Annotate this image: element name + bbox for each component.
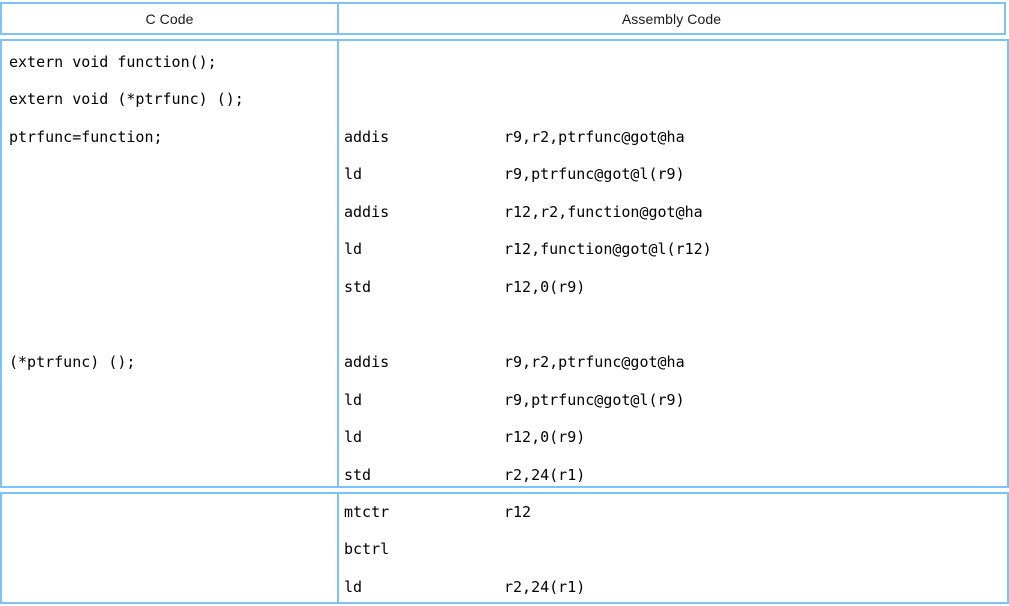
asm-operand: r2,24(r1) bbox=[504, 578, 586, 596]
code-content-block-1: extern void function(); extern void (*ptr… bbox=[2, 41, 1007, 486]
asm-operand: r9,ptrfunc@got@l(r9) bbox=[504, 391, 685, 409]
asm-operand: r12,0(r9) bbox=[504, 428, 586, 446]
asm-mnemonic: ld bbox=[344, 578, 363, 596]
asm-mnemonic: ld bbox=[344, 428, 363, 446]
table-row: mtctr r12 bctrl ld r2,24(r1) bbox=[0, 492, 1009, 604]
table-header-row: C Code Assembly Code bbox=[0, 2, 1006, 35]
asm-mnemonic: ld bbox=[344, 391, 363, 409]
asm-operand: r12,r2,function@got@ha bbox=[504, 203, 703, 221]
asm-operand: r2,24(r1) bbox=[504, 466, 586, 484]
table-row: extern void function(); extern void (*ptr… bbox=[0, 39, 1009, 488]
asm-mnemonic: addis bbox=[344, 203, 390, 221]
asm-operand: r12,function@got@l(r12) bbox=[504, 240, 712, 258]
asm-mnemonic: ld bbox=[344, 165, 363, 183]
column-header-assembly-code: Assembly Code bbox=[621, 10, 722, 27]
asm-operand: r9,ptrfunc@got@l(r9) bbox=[504, 165, 685, 183]
c-code-line: extern void (*ptrfunc) (); bbox=[9, 90, 244, 108]
column-divider bbox=[337, 41, 339, 486]
column-divider bbox=[337, 494, 339, 602]
asm-operand: r12,0(r9) bbox=[504, 278, 586, 296]
asm-mnemonic: bctrl bbox=[344, 540, 390, 558]
code-content-block-2: mtctr r12 bctrl ld r2,24(r1) bbox=[2, 494, 1007, 602]
asm-mnemonic: mtctr bbox=[344, 503, 390, 521]
c-code-line: (*ptrfunc) (); bbox=[9, 353, 136, 371]
asm-mnemonic: std bbox=[344, 278, 372, 296]
asm-mnemonic: std bbox=[344, 466, 372, 484]
asm-mnemonic: addis bbox=[344, 353, 390, 371]
column-header-c-code: C Code bbox=[2, 4, 339, 33]
asm-operand: r9,r2,ptrfunc@got@ha bbox=[504, 353, 685, 371]
c-code-line: extern void function(); bbox=[9, 53, 217, 71]
asm-operand: r12 bbox=[504, 503, 532, 521]
c-code-line: ptrfunc=function; bbox=[9, 128, 163, 146]
asm-operand: r9,r2,ptrfunc@got@ha bbox=[504, 128, 685, 146]
asm-mnemonic: ld bbox=[344, 240, 363, 258]
asm-mnemonic: addis bbox=[344, 128, 390, 146]
